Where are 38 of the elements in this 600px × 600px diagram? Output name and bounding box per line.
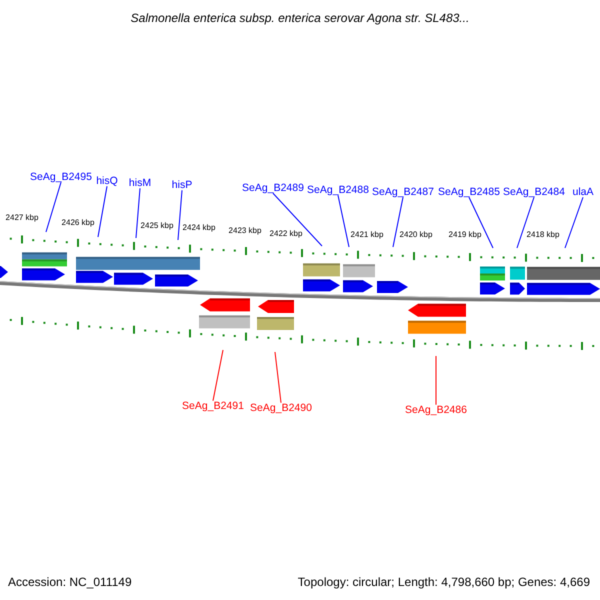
gene-label: SeAg_B2488 bbox=[307, 184, 369, 196]
scale-label: 2423 kbp bbox=[228, 227, 262, 235]
scale-label: 2426 kbp bbox=[62, 219, 94, 227]
leader-line bbox=[212, 350, 224, 402]
gene-label: SeAg_B2490 bbox=[250, 402, 312, 414]
leader-line bbox=[272, 192, 322, 246]
leader-line bbox=[516, 196, 534, 248]
scale-label: 2424 kbp bbox=[182, 224, 216, 232]
scale-label: 2425 kbp bbox=[140, 222, 174, 230]
footer-text: Accession: NC_011149 bbox=[8, 576, 132, 588]
scale-label: 2421 kbp bbox=[350, 231, 384, 239]
gene-label: SeAg_B2487 bbox=[372, 186, 434, 198]
gene-label: hisM bbox=[128, 178, 152, 188]
gene-label: SeAg_B2495 bbox=[30, 172, 92, 182]
gene-label: SeAg_B2486 bbox=[405, 404, 467, 416]
scale-label: 2418 kbp bbox=[526, 231, 560, 239]
scale-label: 2427 kbp bbox=[6, 214, 38, 222]
leader-line bbox=[338, 194, 350, 248]
gene-label: ulaA bbox=[572, 186, 594, 198]
gene-label: SeAg_B2484 bbox=[503, 186, 565, 198]
scale-label: 2419 kbp bbox=[448, 231, 482, 239]
leader-line bbox=[136, 188, 140, 238]
leader-line bbox=[98, 186, 108, 238]
scale-label: 2422 kbp bbox=[270, 230, 302, 238]
gene-label: hisQ bbox=[96, 176, 118, 186]
leader-line bbox=[274, 352, 282, 404]
leader-line bbox=[46, 182, 62, 232]
leader-line bbox=[564, 196, 584, 248]
leader-line bbox=[392, 196, 404, 248]
leader-line bbox=[468, 196, 494, 248]
gene-label: SeAg_B2485 bbox=[438, 186, 500, 198]
title: Salmonella enterica subsp. enterica serovar Agona str. SL483... bbox=[130, 12, 470, 24]
leader-line bbox=[178, 190, 182, 240]
gene-label: SeAg_B2489 bbox=[242, 182, 304, 194]
gene-label: SeAg_B2491 bbox=[182, 400, 244, 412]
scale-label: 2420 kbp bbox=[400, 231, 432, 239]
footer-text: Topology: circular; Length: 4,798,660 bp; Genes: 4,669 bbox=[298, 576, 590, 588]
gene-label: hisP bbox=[172, 180, 192, 190]
